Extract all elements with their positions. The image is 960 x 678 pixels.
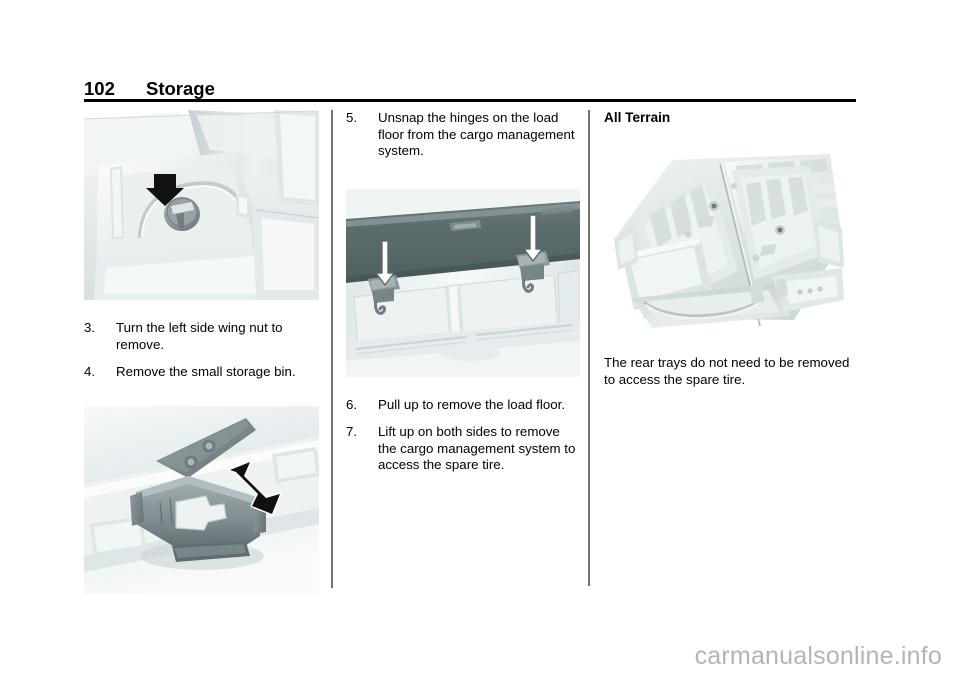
page-header: 102 Storage	[84, 78, 856, 102]
rear-trays-paragraph: The rear trays do not need to be removed…	[604, 355, 850, 387]
list-item: 5. Unsnap the hinges on the load floor f…	[346, 110, 580, 160]
step-number: 4.	[84, 364, 96, 379]
up-arrow-icon-left	[375, 239, 395, 286]
figure-hinge-bracket	[84, 405, 319, 594]
middle-steps-top: 5. Unsnap the hinges on the load floor f…	[346, 110, 580, 160]
column-divider-2	[588, 110, 590, 586]
middle-steps-bottom: 6. Pull up to remove the load floor. 7. …	[346, 397, 580, 474]
step-text: Turn the left side wing nut to remove.	[116, 320, 283, 352]
figure-load-floor-hinges	[346, 188, 580, 377]
figure-wing-nut	[84, 110, 319, 300]
middle-column: 5. Unsnap the hinges on the load floor f…	[346, 110, 580, 485]
section-heading-all-terrain: All Terrain	[604, 110, 671, 125]
step-number: 7.	[346, 424, 358, 439]
step-number: 6.	[346, 396, 358, 412]
left-steps-list: 3. Turn the left side wing nut to remove…	[84, 320, 319, 381]
left-column: 3. Turn the left side wing nut to remove…	[84, 110, 319, 594]
step-text: Unsnap the hinges on the load floor from…	[378, 110, 575, 158]
page-number: 102	[84, 78, 115, 99]
list-item: 4. Remove the small storage bin.	[84, 364, 319, 381]
step-text: Lift up on both sides to remove the carg…	[378, 424, 576, 472]
down-arrow-icon	[146, 174, 184, 206]
page-title: Storage	[146, 78, 215, 99]
step-text: Pull up to remove the load floor.	[378, 396, 566, 412]
figure-rear-trays	[604, 150, 856, 335]
step-number: 3.	[84, 320, 96, 335]
list-item: 6. Pull up to remove the load floor.	[346, 397, 580, 414]
step-text: Remove the small storage bin.	[116, 364, 296, 379]
double-headed-arrow-icon	[228, 460, 282, 515]
site-watermark: carmanualsonline.info	[694, 642, 942, 670]
list-item: 7. Lift up on both sides to remove the c…	[346, 424, 580, 474]
right-column: All Terrain	[604, 110, 856, 388]
step-number: 5.	[346, 110, 358, 125]
column-divider-1	[331, 110, 333, 588]
list-item: 3. Turn the left side wing nut to remove…	[84, 320, 319, 353]
header-rule	[84, 99, 856, 102]
up-arrow-icon-right	[523, 213, 543, 262]
